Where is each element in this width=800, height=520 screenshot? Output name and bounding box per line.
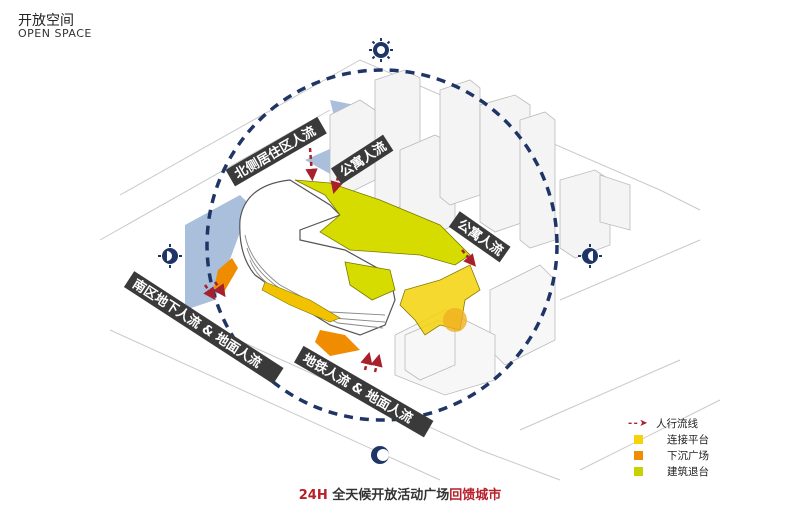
legend-item-pedestrian: - - ➤ 人行流线 — [628, 415, 709, 431]
legend-item-sunken: 下沉广场 — [628, 447, 709, 463]
swatch-yellow-icon — [634, 434, 643, 444]
activity-boundary-circle — [205, 68, 559, 422]
sunrise-icon — [158, 244, 182, 268]
terrace-mid — [344, 261, 396, 301]
main-building — [239, 179, 396, 336]
svg-text:北侧居住区人流: 北侧居住区人流 — [232, 123, 319, 182]
legend-label: 连接平台 — [667, 433, 709, 446]
terrace-low — [261, 281, 341, 323]
legend-item-terrace: 建筑退台 — [628, 463, 709, 479]
legend-label: 人行流线 — [656, 417, 698, 430]
dashed-arrow-icon: - - ➤ — [628, 417, 648, 429]
legend-label: 下沉广场 — [667, 449, 709, 462]
legend-label: 建筑退台 — [667, 465, 709, 478]
caption: 24H 全天候开放活动广场回馈城市 — [0, 484, 800, 503]
moon-icon — [371, 446, 389, 464]
swatch-orange-icon — [634, 450, 643, 460]
terrace-top — [294, 179, 471, 266]
platform-node — [443, 308, 467, 332]
legend-item-platform: 连接平台 — [628, 431, 709, 447]
east-buildings — [394, 264, 556, 396]
sunken-plaza-south — [315, 330, 360, 356]
swatch-lime-icon — [634, 466, 643, 476]
sun-icon — [369, 38, 393, 62]
sunset-icon — [578, 244, 602, 268]
page-subtitle: OPEN SPACE — [18, 27, 92, 40]
water-west — [185, 195, 250, 310]
caption-middle: 全天候开放活动广场 — [327, 488, 450, 503]
caption-highlight: 回馈城市 — [449, 488, 502, 503]
pedestrian-arrows — [203, 147, 477, 373]
page-title: 开放空间 — [18, 13, 74, 29]
caption-prefix: 24H — [298, 488, 328, 503]
legend: - - ➤ 人行流线 连接平台 下沉广场 建筑退台 — [628, 415, 709, 479]
